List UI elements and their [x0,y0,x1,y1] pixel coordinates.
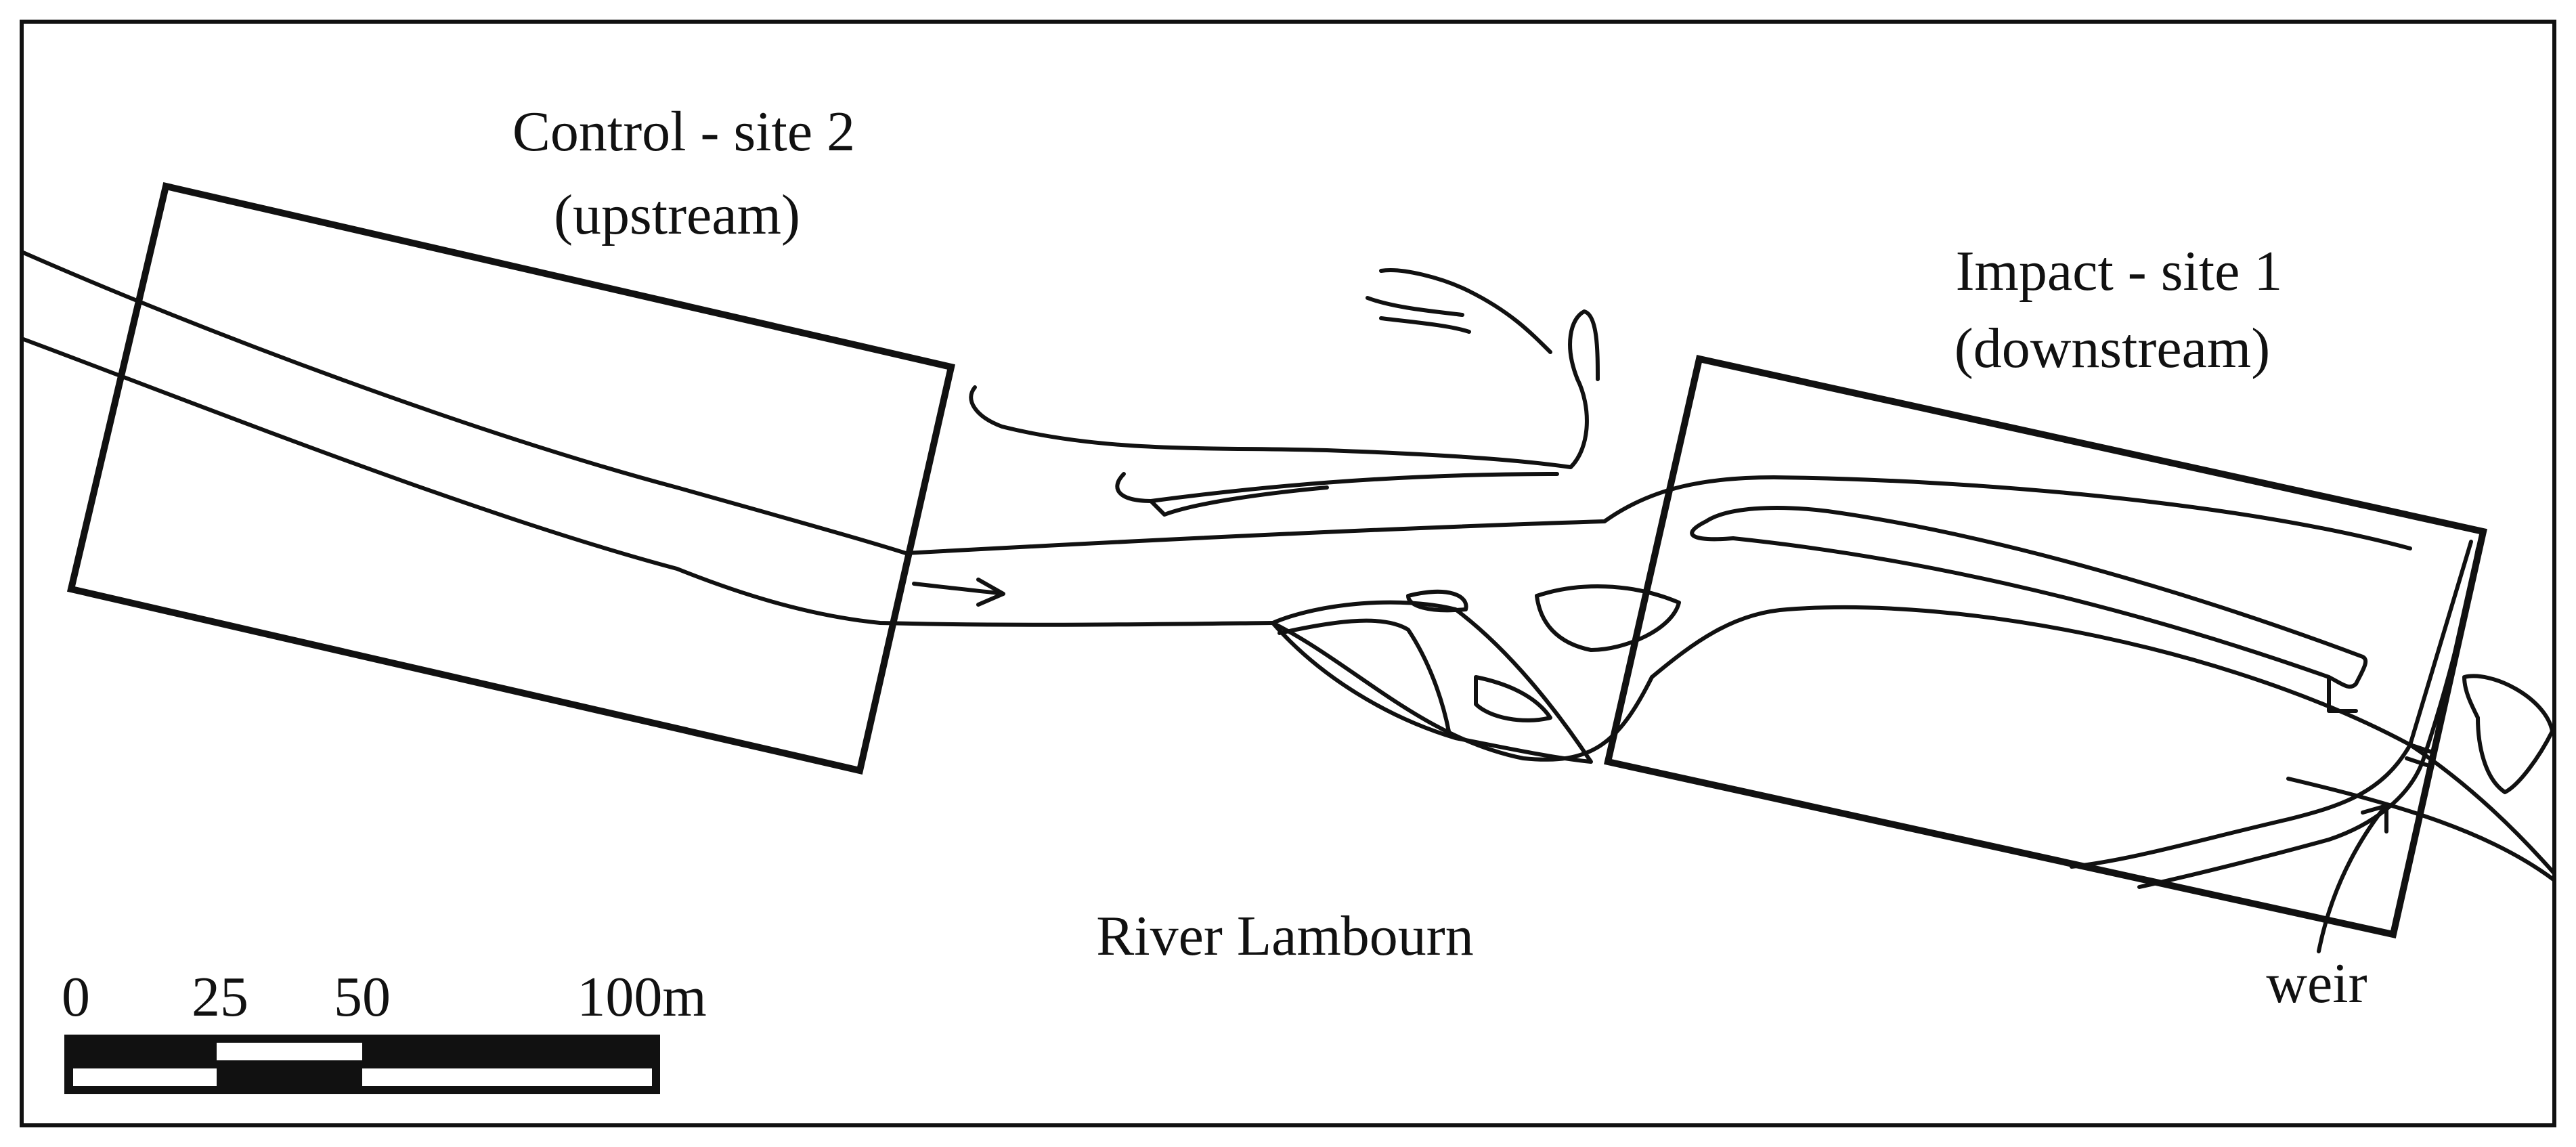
weir-pointer-arrow-icon [2317,804,2388,953]
river-upper-bank [20,250,2412,555]
control-site-note: (upstream) [554,183,800,246]
flow-arrow-icon [912,578,1005,607]
river-upper-bank-east [2286,777,2556,882]
impact-site-label: Impact - site 1 [1956,240,2283,303]
braided-island-4 [1535,584,1681,652]
north-side-channel-branch [1366,268,1552,354]
braided-island-3 [1406,589,1468,613]
control-site-2-boundary [66,182,955,775]
river-channel [20,250,2556,889]
scale-tick-100m: 100m [577,966,706,1029]
east-island [2462,674,2554,794]
impact-site-note: (downstream) [1955,317,2271,380]
braided-island-2 [1278,618,1451,733]
impact-long-island [1690,506,2368,689]
scale-tick-50: 50 [334,966,391,1029]
river-lower-bank-east [1650,605,2556,875]
braided-island-1 [1271,600,1593,764]
scale-tick-0: 0 [62,966,90,1029]
river-name-label: River Lambourn [1096,905,1474,968]
braided-island-5 [1474,675,1552,722]
scale-tick-25: 25 [192,966,248,1029]
weir-structure [2405,743,2432,767]
scale-bar-top-white [217,1043,362,1060]
scale-bar: 0 25 50 100m [62,966,707,1094]
impact-long-island-notch [2327,675,2358,713]
weir-label: weir [2266,952,2367,1015]
scale-bar-bottom-white-1 [73,1068,217,1086]
control-site-label: Control - site 2 [512,100,855,163]
impact-site-1-boundary [1604,355,2487,938]
north-side-channel-lower [1115,472,1559,517]
north-side-channel [969,309,1600,469]
scale-bar-bottom-white-2 [362,1068,652,1086]
map-frame [20,20,2556,1127]
river-lower-bank [20,337,1275,627]
